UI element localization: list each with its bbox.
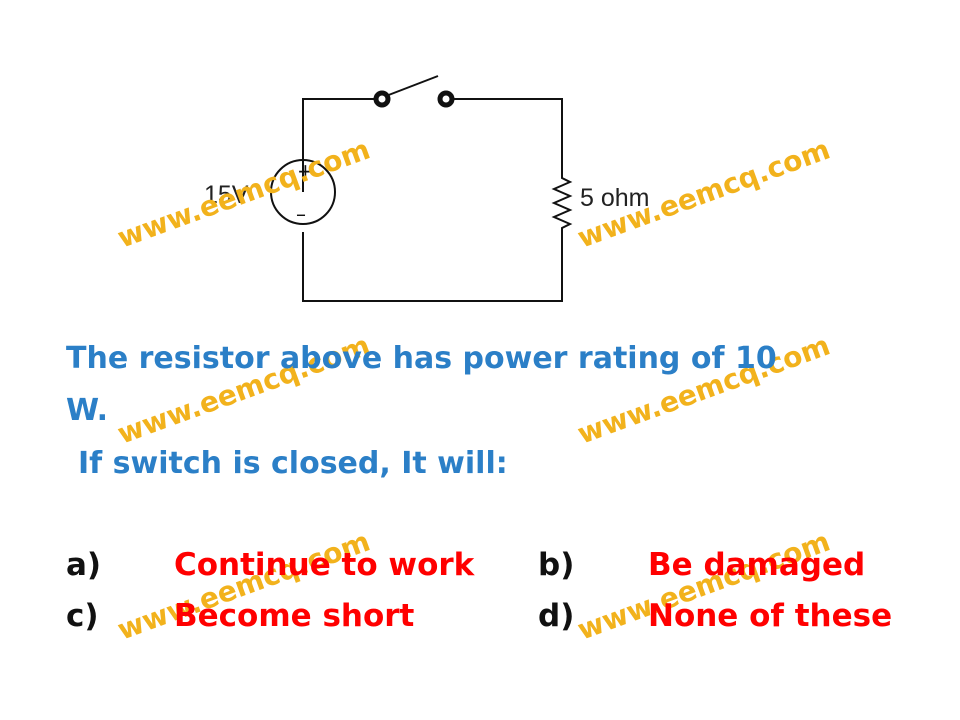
wire-right-bottom [302,232,563,302]
wire-top-right [452,98,563,172]
resistor-icon [551,172,573,232]
option-d-letter: d) [538,598,575,634]
option-a-text[interactable]: Continue to work [174,547,475,583]
switch-blade [385,75,439,97]
option-c-text[interactable]: Become short [174,598,415,634]
option-d-text[interactable]: None of these [648,598,893,634]
switch-terminal-right [437,90,455,108]
question-line-3: If switch is closed, It will: [78,446,508,481]
option-b-text[interactable]: Be damaged [648,547,866,583]
option-c-letter: c) [66,598,99,634]
source-voltage-label: 15V [204,181,249,209]
voltage-source-icon [270,159,336,225]
question-line-2: W. [66,393,109,428]
option-a-letter: a) [66,547,102,583]
source-minus-label: – [296,202,306,226]
option-b-letter: b) [538,547,575,583]
resistor-value-label: 5 ohm [580,184,649,212]
switch-terminal-left [373,90,391,108]
source-plus-label: + [297,159,314,183]
question-line-1: The resistor above has power rating of 1… [66,341,777,376]
